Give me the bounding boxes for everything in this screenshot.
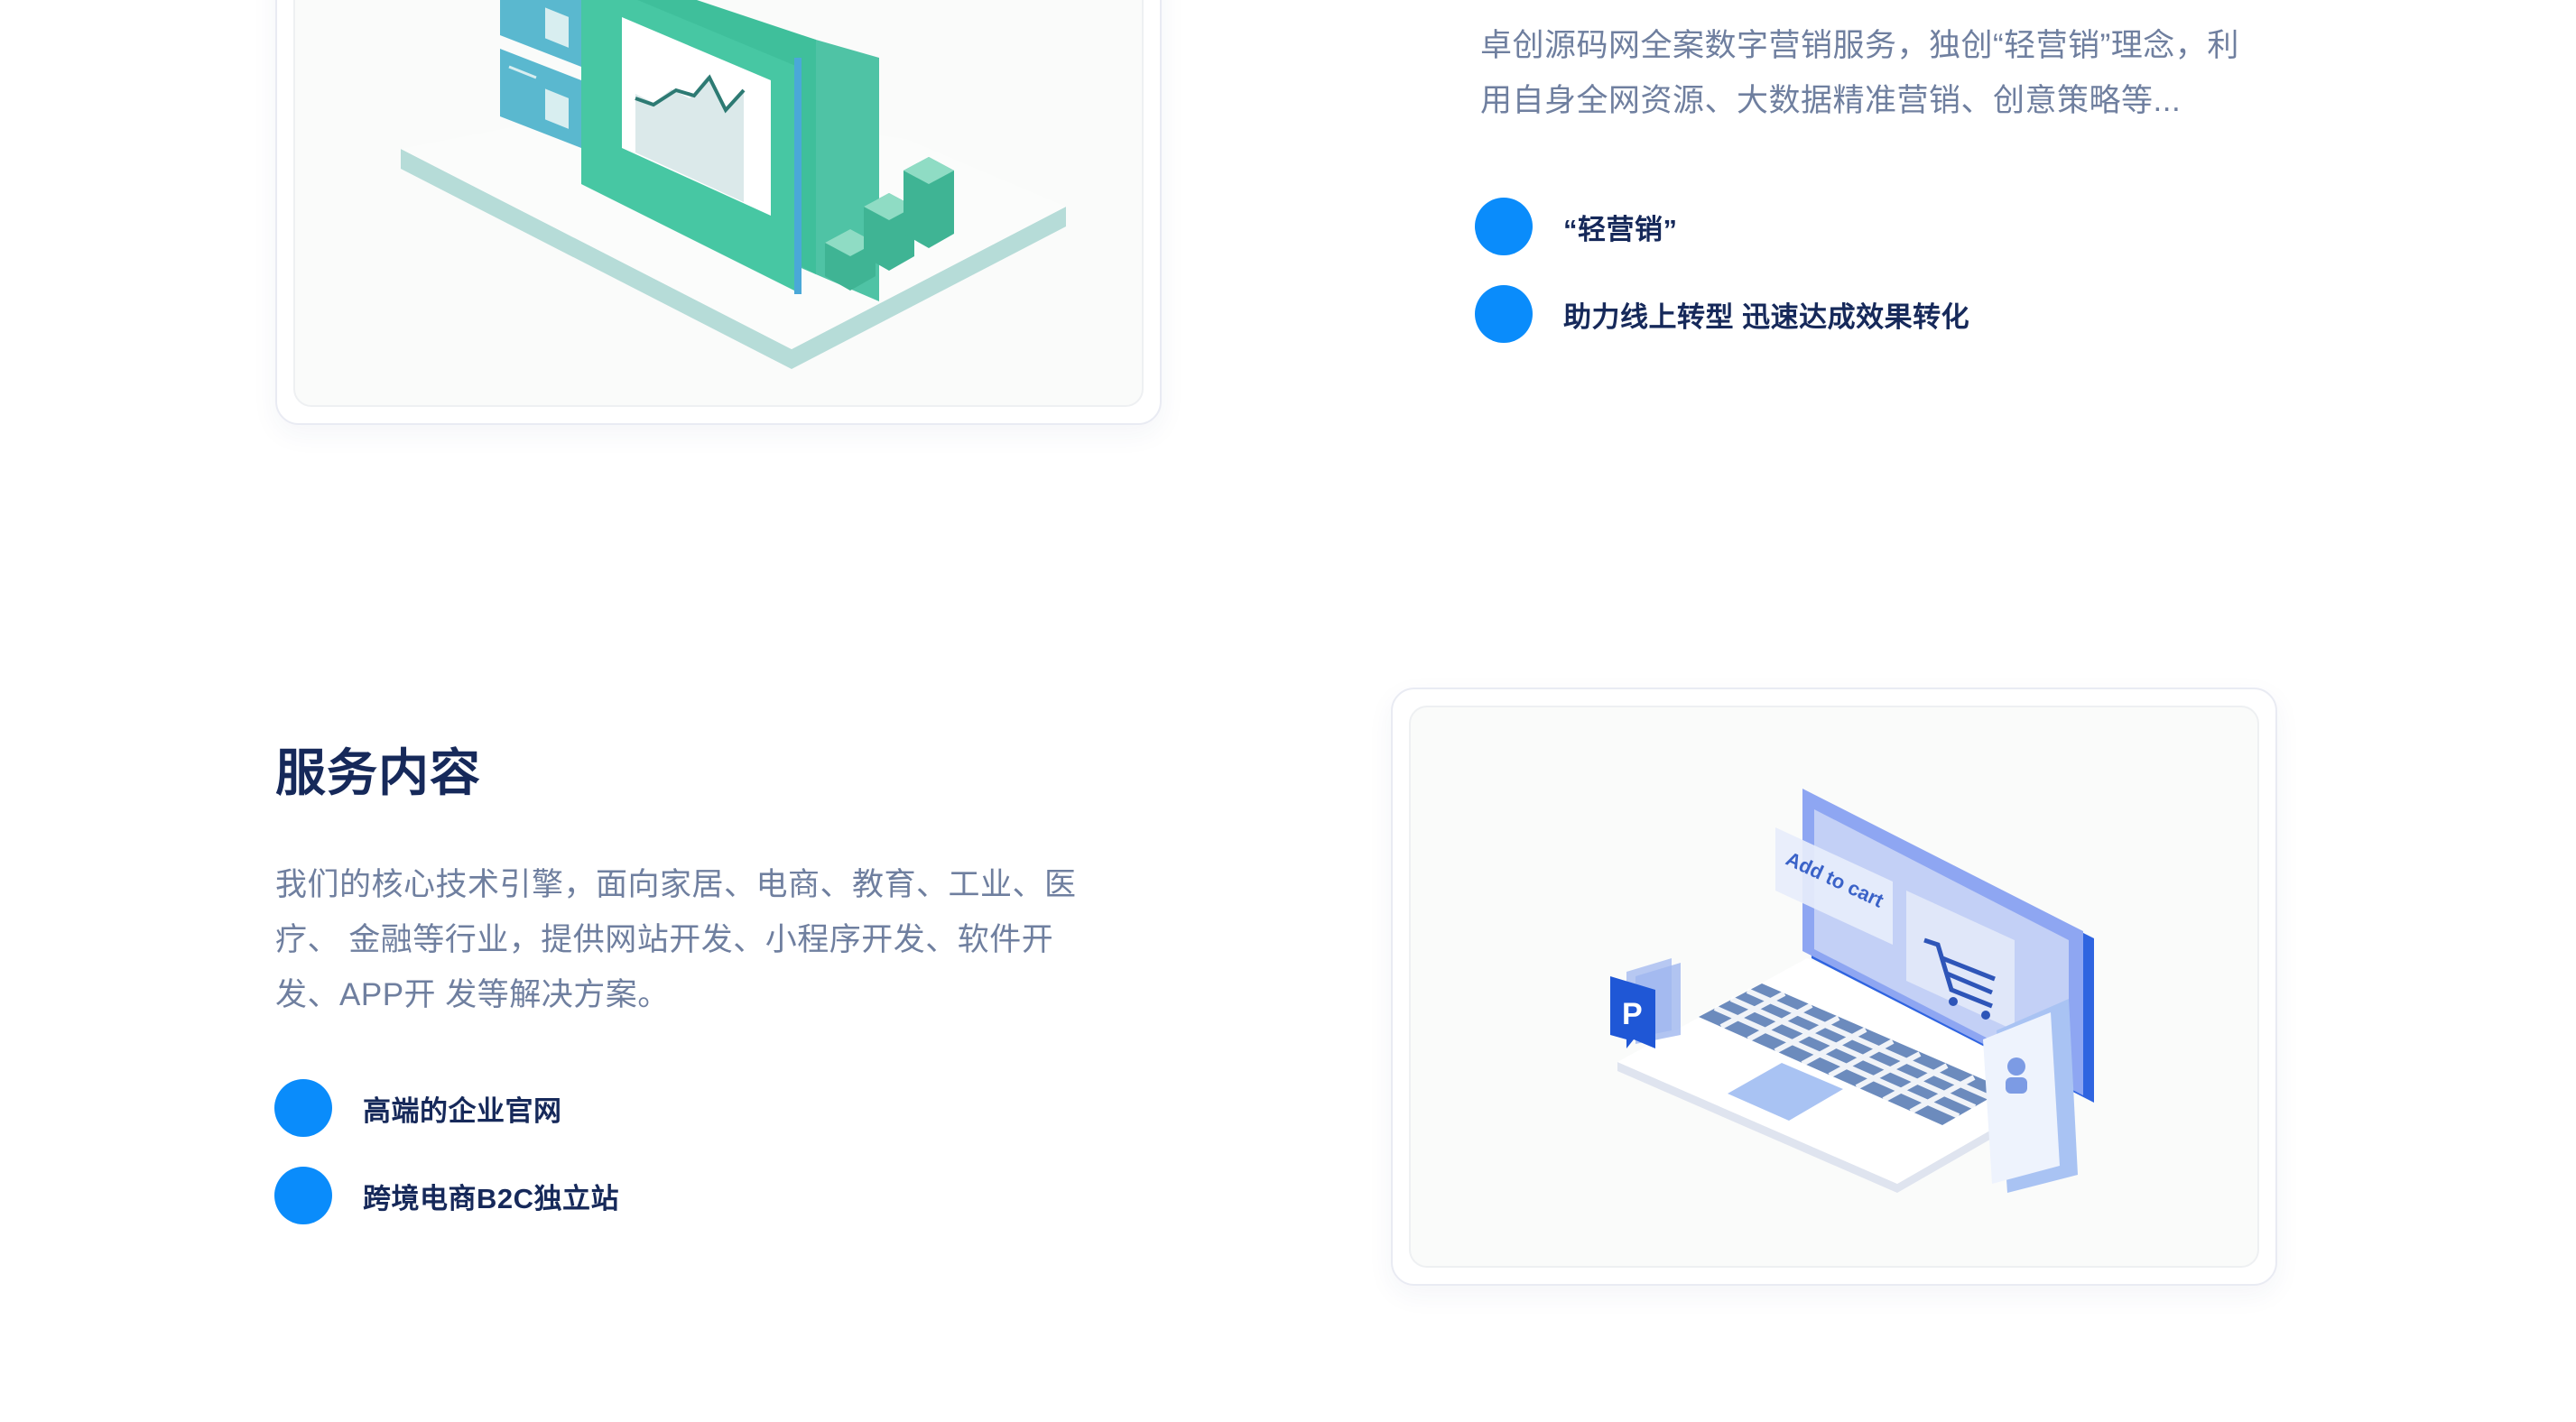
services-illustration-frame: Add to cart P <box>1409 706 2259 1268</box>
bullet-dot-icon <box>274 1079 332 1137</box>
marketing-illustration-frame <box>293 0 1144 407</box>
feature-label: 高端的企业官网 <box>363 1094 562 1127</box>
services-illustration-card: Add to cart P <box>1391 688 2277 1286</box>
laptop-ecommerce-illustration-icon: Add to cart P <box>1610 789 2094 1193</box>
marketing-feature-item: “轻营销” <box>1475 198 1969 255</box>
marketing-feature-list: “轻营销” 助力线上转型 迅速达成效果转化 <box>1475 198 1969 343</box>
marketing-illustration-card <box>275 0 1162 425</box>
payment-badge-text: P <box>1622 997 1643 1031</box>
services-feature-list: 高端的企业官网 跨境电商B2C独立站 <box>274 1079 619 1224</box>
marketing-description: 卓创源码网全案数字营销服务，独创“轻营销”理念，利用自身全网资源、大数据精准营销… <box>1480 28 2239 118</box>
marketing-feature-item: 助力线上转型 迅速达成效果转化 <box>1475 285 1969 343</box>
dashboard-chart-illustration-icon <box>401 0 1066 369</box>
feature-label: 助力线上转型 迅速达成效果转化 <box>1563 300 1970 333</box>
services-description: 我们的核心技术引擎，面向家居、电商、教育、工业、医疗、 金融等行业，提供网站开发… <box>275 867 1077 1012</box>
bullet-dot-icon <box>1475 198 1533 255</box>
services-title: 服务内容 <box>275 744 481 801</box>
feature-label: “轻营销” <box>1563 213 1678 245</box>
services-feature-item: 高端的企业官网 <box>274 1079 619 1137</box>
bullet-dot-icon <box>274 1167 332 1224</box>
feature-label: 跨境电商B2C独立站 <box>363 1182 620 1214</box>
bullet-dot-icon <box>1475 285 1533 343</box>
services-feature-item: 跨境电商B2C独立站 <box>274 1167 619 1224</box>
